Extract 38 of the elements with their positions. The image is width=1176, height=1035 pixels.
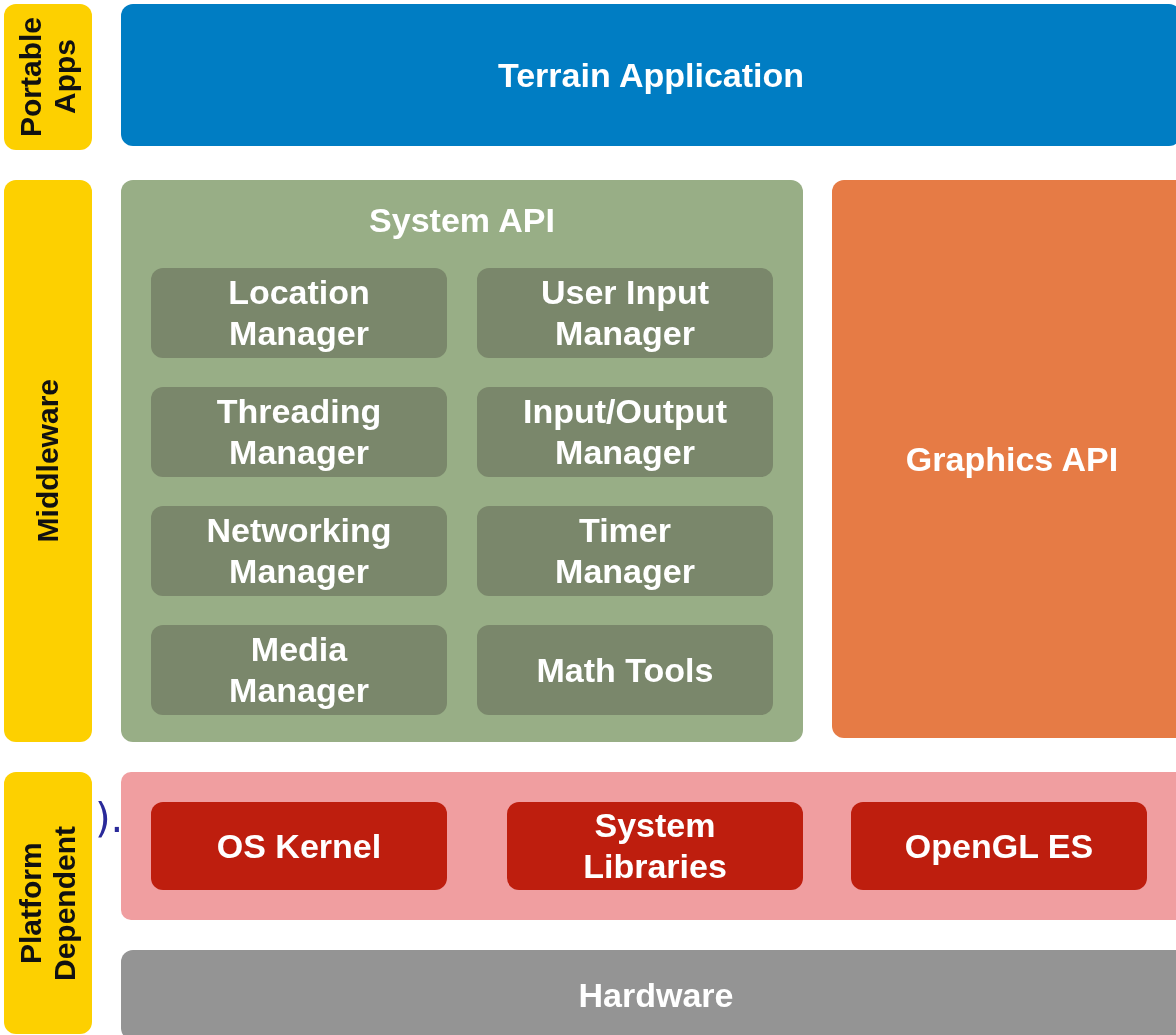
layer-label bbox=[4, 180, 92, 742]
component-box bbox=[851, 802, 1147, 890]
component-box bbox=[151, 268, 447, 358]
component-label: Timer Manager bbox=[554, 510, 696, 592]
component-label: System Libraries bbox=[582, 805, 728, 887]
layer-box bbox=[832, 180, 1176, 738]
component-label: Media Manager bbox=[228, 629, 370, 711]
layer-band bbox=[121, 772, 1176, 920]
component-label: OS Kernel bbox=[216, 825, 382, 867]
component-box bbox=[477, 625, 773, 715]
component-label: User Input Manager bbox=[539, 272, 711, 354]
component-label: Graphics API bbox=[905, 438, 1119, 480]
component-label: OpenGL ES bbox=[904, 825, 1094, 867]
component-label: Input/Output Manager bbox=[522, 391, 728, 473]
component-box bbox=[477, 506, 773, 596]
component-box bbox=[477, 268, 773, 358]
component-label: Networking Manager bbox=[205, 510, 393, 592]
layer-box bbox=[121, 950, 1176, 1035]
component-box bbox=[477, 387, 773, 477]
group-box bbox=[121, 180, 803, 742]
layer-title: Middleware bbox=[31, 379, 65, 543]
text-fragment: ). bbox=[95, 795, 124, 841]
component-box bbox=[151, 625, 447, 715]
layer-title: Portable Apps bbox=[14, 16, 82, 139]
group-title: System API bbox=[368, 200, 556, 241]
layer-title: Platform Dependent bbox=[14, 824, 82, 983]
component-box bbox=[151, 387, 447, 477]
component-label: Terrain Application bbox=[497, 54, 804, 96]
component-box bbox=[507, 802, 803, 890]
layer-box bbox=[121, 4, 1176, 146]
component-box bbox=[151, 506, 447, 596]
component-box bbox=[151, 802, 447, 890]
component-label: Math Tools bbox=[536, 649, 714, 691]
component-label: Location Manager bbox=[227, 272, 371, 354]
layer-label bbox=[4, 772, 92, 1034]
layer-label bbox=[4, 4, 92, 150]
component-label: Hardware bbox=[578, 974, 734, 1016]
component-label: Threading Manager bbox=[215, 391, 383, 473]
